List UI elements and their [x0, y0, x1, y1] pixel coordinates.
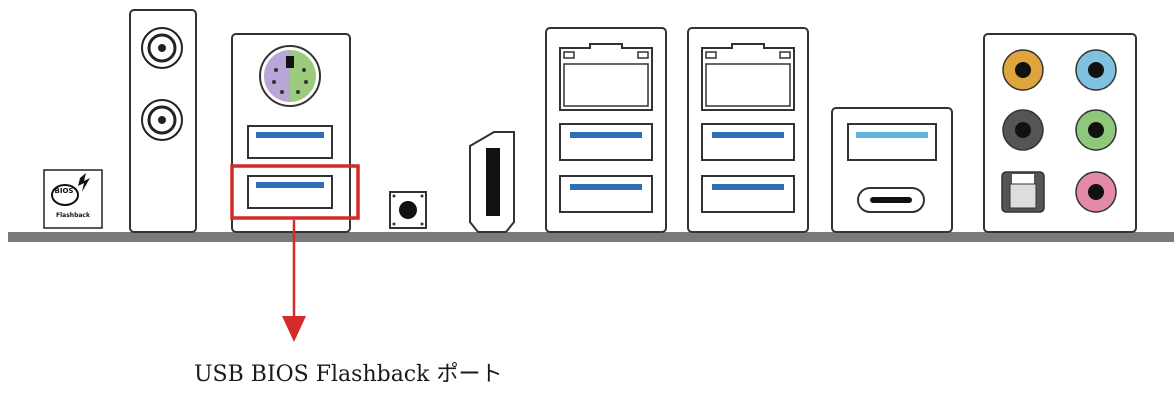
antenna-connector-icon: [141, 27, 183, 69]
audio-jack-icon: [1002, 49, 1044, 91]
usb-port-icon: [847, 123, 937, 161]
ps2-port-icon: [259, 45, 321, 107]
hdmi-port-icon: [469, 131, 515, 233]
usb-a-c-module: [831, 107, 953, 233]
usb-port-icon: [559, 123, 653, 161]
lan-usb-module-2: [687, 27, 809, 233]
ethernet-port-icon: [701, 43, 795, 111]
usb-port-icon: [247, 125, 333, 159]
antenna-connector-icon: [141, 99, 183, 141]
audio-jack-icon: [1002, 109, 1044, 151]
antenna-module: [129, 9, 197, 233]
usb-c-port-icon: [857, 187, 925, 213]
audio-jack-icon: [1075, 109, 1117, 151]
flashback-port-caption: USB BIOS Flashback ポート: [194, 362, 503, 387]
ps2-usb-module: [231, 33, 351, 233]
audio-jack-icon: [1075, 49, 1117, 91]
usb-port-icon: [701, 123, 795, 161]
usb-bios-flashback-port: [247, 175, 333, 209]
panel-baseline: [8, 232, 1174, 242]
bios-badge-text: BIOS: [54, 187, 74, 195]
ethernet-port-icon: [559, 43, 653, 111]
audio-jack-icon: [1075, 171, 1117, 213]
flashback-highlight-box: [230, 164, 360, 220]
arrow-down-icon: [282, 220, 306, 342]
bios-flashback-icon: [43, 169, 103, 229]
usb-port-icon: [559, 175, 653, 213]
optical-spdif-icon: [1001, 171, 1045, 213]
usb-port-icon: [701, 175, 795, 213]
clear-cmos-button: [389, 191, 427, 229]
audio-module: [983, 33, 1137, 233]
lan-usb-module-1: [545, 27, 667, 233]
bios-flashback-label: Flashback: [56, 212, 90, 219]
